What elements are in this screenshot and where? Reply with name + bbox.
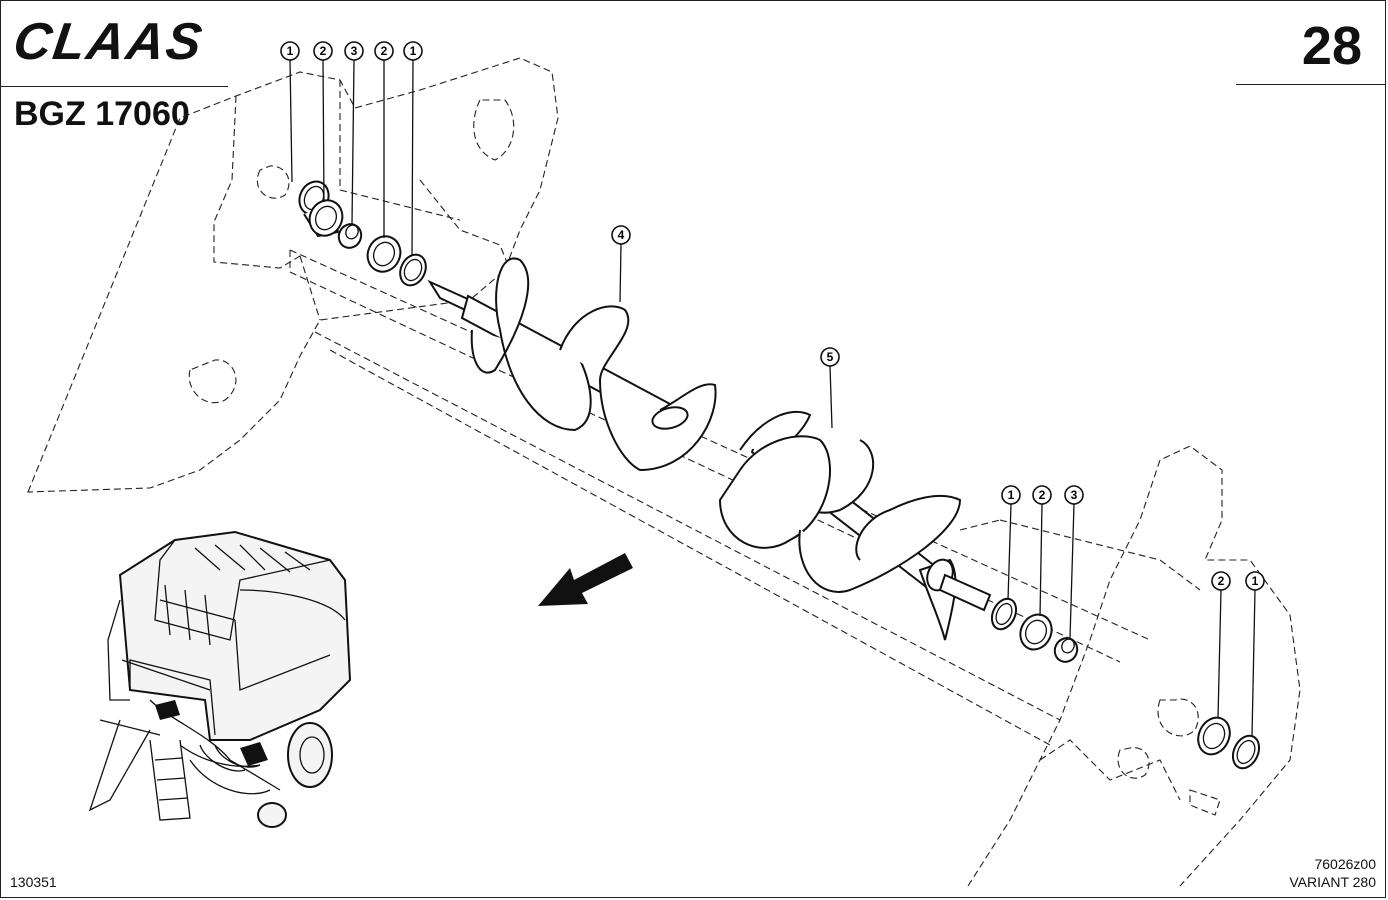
right-side-panel <box>959 445 1301 887</box>
callout-5-left: 1 <box>403 41 423 257</box>
callout-label: 4 <box>618 228 625 242</box>
callout-4-left: 2 <box>374 41 394 238</box>
callout-label: 2 <box>320 44 327 58</box>
callout-label: 2 <box>1039 488 1046 502</box>
document-code: BGZ 17060 <box>14 95 190 133</box>
right-bearing-parts <box>990 597 1261 770</box>
figure-reference: 76026z00 <box>1314 856 1376 872</box>
header-divider <box>0 86 228 87</box>
auger-left-part-4 <box>427 257 717 472</box>
left-side-panel <box>27 57 559 493</box>
callout-label: 1 <box>287 44 294 58</box>
callout-3-right: 3 <box>1064 485 1084 639</box>
auger-right-part-5 <box>718 410 992 641</box>
page-number: 28 <box>1301 16 1362 76</box>
frame-beam <box>289 249 1151 746</box>
callout-label: 3 <box>1071 488 1078 502</box>
callout-label: 1 <box>1252 574 1259 588</box>
callout-label: 2 <box>381 44 388 58</box>
left-bearing-parts <box>298 180 427 287</box>
callout-label: 1 <box>1008 488 1015 502</box>
callout-1-right: 1 <box>1001 485 1021 601</box>
callout-label: 2 <box>1218 574 1225 588</box>
baler-machine-illustration <box>88 530 352 828</box>
drawing-number: 130351 <box>10 874 57 890</box>
callout-2-left: 2 <box>313 41 333 203</box>
model-name: VARIANT 280 <box>1289 874 1376 890</box>
page-number-divider <box>1236 84 1386 85</box>
callout-label: 1 <box>410 44 417 58</box>
callout-auger-5: 5 <box>820 347 840 429</box>
direction-arrow <box>538 553 633 606</box>
callout-2-far-right: 2 <box>1211 571 1231 719</box>
callout-1-left: 1 <box>280 41 300 183</box>
callout-label: 5 <box>827 350 834 364</box>
callout-3-left: 3 <box>344 41 364 225</box>
callout-auger-4: 4 <box>611 225 631 303</box>
callout-label: 3 <box>351 44 358 58</box>
callout-1-far-right: 1 <box>1245 571 1265 737</box>
callout-2-right: 2 <box>1032 485 1052 617</box>
